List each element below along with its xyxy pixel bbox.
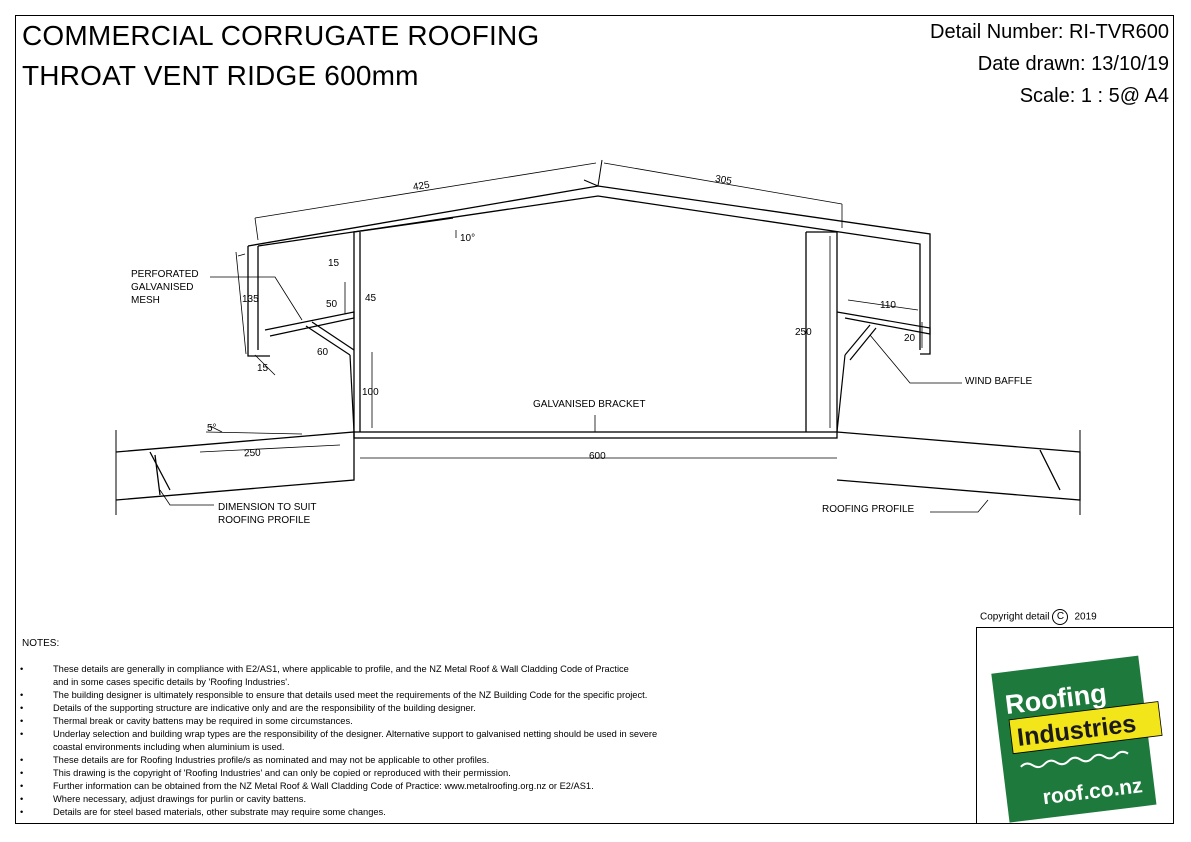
- notes-heading: NOTES:: [22, 638, 60, 649]
- dim-50: 50: [326, 299, 338, 310]
- note-item: •The building designer is ultimately res…: [20, 690, 648, 700]
- note-item: coastal environments including when alum…: [53, 742, 285, 752]
- note-bullet: •: [20, 807, 24, 817]
- note-item: •Further information can be obtained fro…: [20, 781, 594, 791]
- note-item: •Details are for steel based materials, …: [20, 807, 386, 817]
- ridge-cap-overlap: [583, 159, 603, 187]
- note-bullet: •: [20, 690, 24, 700]
- note-bullet: •: [20, 768, 24, 778]
- drawing-title-line1: COMMERCIAL CORRUGATE ROOFING: [22, 20, 540, 51]
- dim-45: 45: [365, 293, 377, 304]
- note-bullet: •: [20, 703, 24, 713]
- wind-baffle-label: WIND BAFFLE: [965, 376, 1033, 387]
- note-item: •Underlay selection and building wrap ty…: [20, 729, 658, 739]
- note-item: •These details are generally in complian…: [20, 664, 629, 674]
- dim-5-degrees: 5°: [207, 423, 217, 434]
- drawing-frame: [15, 15, 1174, 824]
- roofing-profile-label: ROOFING PROFILE: [822, 504, 915, 515]
- dim-15-bottom: 15: [257, 363, 269, 374]
- dim-10-degrees: 10°: [460, 233, 476, 244]
- dimension-suit-label-1: DIMENSION TO SUIT: [218, 502, 317, 513]
- dim-100: 100: [362, 387, 379, 398]
- leader-lines: [159, 276, 989, 513]
- dim-250-horizontal: 250: [243, 447, 261, 460]
- dim-250-vertical: 250: [795, 327, 812, 338]
- roofing-profile-left: [115, 431, 355, 501]
- note-item: •These details are for Roofing Industrie…: [20, 755, 490, 765]
- dimension-suit-label-2: ROOFING PROFILE: [218, 515, 311, 526]
- drawing-title-line2: THROAT VENT RIDGE 600mm: [22, 60, 419, 91]
- notes-list: •These details are generally in complian…: [20, 663, 920, 819]
- drawing-scale: Scale: 1 : 5@ A4: [1019, 85, 1169, 107]
- note-item: •Details of the supporting structure are…: [20, 703, 476, 713]
- note-bullet: •: [20, 729, 24, 739]
- note-bullet: •: [20, 664, 24, 674]
- mesh-label-2: GALVANISED: [131, 282, 194, 293]
- note-item: •This drawing is the copyright of 'Roofi…: [20, 768, 511, 778]
- dim-600: 600: [589, 451, 606, 462]
- galvanised-bracket: [353, 217, 838, 439]
- copyright-year: 2019: [1074, 611, 1097, 623]
- logo-box: [976, 627, 1174, 824]
- note-bullet: •: [20, 781, 24, 791]
- dim-20: 20: [904, 333, 916, 344]
- note-item: •Where necessary, adjust drawings for pu…: [20, 794, 307, 804]
- dimension-lines: [199, 162, 923, 459]
- purlins: [115, 430, 1081, 515]
- note-bullet: •: [20, 794, 24, 804]
- roofing-profile-right: [836, 431, 1081, 501]
- roof-cap-flashing: [247, 185, 931, 357]
- dim-135: 135: [242, 294, 259, 305]
- detail-number: Detail Number: RI-TVR600: [930, 21, 1169, 43]
- dim-15-top: 15: [328, 258, 340, 269]
- note-bullet: •: [20, 716, 24, 726]
- mesh-label-3: MESH: [131, 295, 160, 306]
- date-drawn: Date drawn: 13/10/19: [977, 53, 1169, 75]
- bracket-label: GALVANISED BRACKET: [533, 399, 646, 410]
- mesh-and-baffle-brackets: [264, 311, 931, 433]
- dim-305: 305: [714, 173, 733, 188]
- copyright-icon: C: [1052, 609, 1069, 625]
- mesh-label-1: PERFORATED: [131, 269, 199, 280]
- dim-110: 110: [880, 300, 896, 311]
- note-item: •Thermal break or cavity battens may be …: [20, 716, 353, 726]
- copyright-label: Copyright detail: [980, 611, 1050, 623]
- note-bullet: •: [20, 755, 24, 765]
- note-item: and in some cases specific details by 'R…: [53, 677, 290, 687]
- dim-60: 60: [317, 347, 329, 358]
